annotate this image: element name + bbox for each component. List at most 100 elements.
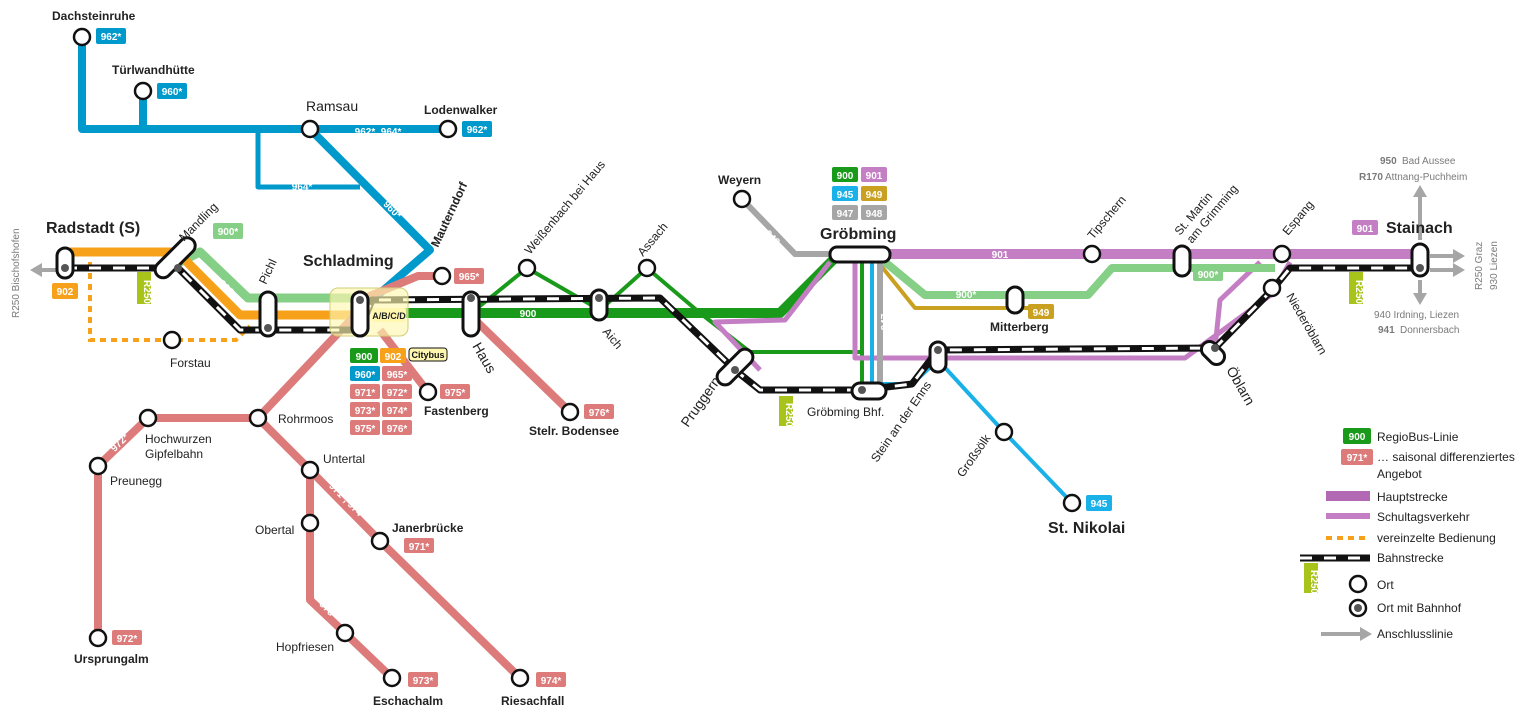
label-fastenberg: Fastenberg <box>424 404 489 418</box>
label-stainach: Stainach <box>1386 220 1453 237</box>
connection-labels: R250 Bischofshofen 950 Bad Aussee R170 A… <box>11 156 1500 336</box>
label-grobming: Gröbming <box>820 226 896 243</box>
legend-school: Schultagsverkehr <box>1377 510 1470 524</box>
label-turlwandhutte: Türlwandhütte <box>112 63 195 77</box>
stop-grosssolk[interactable] <box>994 422 1014 442</box>
stop-rohrmoos[interactable] <box>248 408 268 428</box>
badge-r250-2: R250 <box>783 403 794 427</box>
legend-stop-swatch <box>1348 574 1368 594</box>
stop-fastenberg[interactable] <box>418 382 438 402</box>
line-949 <box>876 260 1040 310</box>
badge-sch-900: 900 <box>356 352 373 363</box>
grobming-bhf-capsule[interactable] <box>850 381 888 401</box>
legend-stop: Ort <box>1377 578 1394 592</box>
stop-forstau[interactable] <box>162 330 182 350</box>
grobming-capsule[interactable] <box>828 245 892 264</box>
badge-sch-975: 975* <box>355 424 376 435</box>
legend-seasonal-1: … saisonal differenziertes <box>1377 450 1515 464</box>
badge-900s: 900* <box>218 227 239 238</box>
stop-ursprungalm[interactable] <box>88 628 108 648</box>
label-untertal: Untertal <box>323 452 365 466</box>
legend-connection: Anschlusslinie <box>1377 627 1453 641</box>
badge-urs-972: 972* <box>117 634 138 645</box>
label-rohrmoos: Rohrmoos <box>278 412 333 426</box>
stop-janerbrucke[interactable] <box>370 531 390 551</box>
stop-stelr-bodensee[interactable] <box>560 402 580 422</box>
stop-preunegg[interactable] <box>88 456 108 476</box>
stop-niederoblarn[interactable] <box>1262 278 1282 298</box>
legend-occasional: vereinzelte Bedienung <box>1377 531 1496 545</box>
st-martin-capsule[interactable] <box>1172 244 1192 278</box>
badge-901-st: 901 <box>1357 224 1374 235</box>
line-902 <box>65 247 360 320</box>
label-aich: Aich <box>600 325 626 352</box>
conn-south-1: 940 Irdning, Liezen <box>1374 310 1459 321</box>
label-obertal: Obertal <box>255 523 294 537</box>
badge-sch-965: 965* <box>387 370 408 381</box>
badge-fast-975: 975* <box>445 388 466 399</box>
stop-assach[interactable] <box>637 258 657 278</box>
badge-g948: 948 <box>866 209 883 220</box>
legend-seasonal-badge: 971* <box>1347 453 1368 464</box>
stein-capsule[interactable] <box>928 340 948 374</box>
badge-948: 948 <box>762 228 782 248</box>
stop-lodenwalker[interactable] <box>438 119 458 139</box>
conn-north-2-txt: Attnang-Puchheim <box>1385 172 1467 183</box>
label-haus: Haus <box>469 340 499 376</box>
stop-eschachalm[interactable] <box>382 668 402 688</box>
stop-untertal[interactable] <box>300 460 320 480</box>
badge-sch-902: 902 <box>385 352 402 363</box>
conn-east-1: 930 Liezen <box>1489 241 1500 290</box>
stop-tipschern[interactable] <box>1082 244 1102 264</box>
haus-capsule[interactable] <box>461 290 481 338</box>
stop-espang[interactable] <box>1272 244 1292 264</box>
legend-regiobus: RegioBus-Linie <box>1377 430 1459 444</box>
aich-capsule[interactable] <box>589 288 609 322</box>
radstadt-capsule[interactable] <box>55 246 75 280</box>
badge-900-main: 900 <box>520 309 537 320</box>
badge-citybus: Citybus <box>411 350 444 360</box>
badge-945: 945 <box>1091 499 1108 510</box>
stop-hopfriesen[interactable] <box>335 623 355 643</box>
mandling-capsule[interactable] <box>152 234 199 281</box>
label-grobming-bhf: Gröbming Bhf. <box>807 405 884 419</box>
badge-960: 960* <box>162 87 183 98</box>
stop-riesachfall[interactable] <box>510 668 530 688</box>
label-mitterberg: Mitterberg <box>990 320 1049 334</box>
label-tipschern: Tipschern <box>1085 193 1129 242</box>
badge-947v: 947 <box>880 313 891 330</box>
stop-ramsau[interactable] <box>300 119 320 139</box>
badge-unt-971-974: 971*, 974* <box>326 481 367 522</box>
mitterberg-capsule[interactable] <box>1005 285 1025 315</box>
conn-north-1-num: 950 <box>1380 156 1397 167</box>
badge-sch-972: 972* <box>387 388 408 399</box>
badge-sch-960: 960* <box>355 370 376 381</box>
stop-weissenbach[interactable] <box>517 258 537 278</box>
label-weyern: Weyern <box>718 173 761 187</box>
line-948 <box>739 196 835 257</box>
badge-stelr-976: 976* <box>589 408 610 419</box>
label-lodenwalker: Lodenwalker <box>424 103 498 117</box>
badge-r250: R250 <box>141 280 152 304</box>
badge-g901: 901 <box>866 171 883 182</box>
stop-hochwurzen[interactable] <box>138 408 158 428</box>
stop-mauterndorf[interactable] <box>432 266 452 286</box>
badge-900s-3: 900* <box>1198 270 1219 281</box>
stop-turlwandhutte[interactable] <box>133 81 153 101</box>
pichl-capsule[interactable] <box>258 290 278 338</box>
label-riesachfall: Riesachfall <box>501 694 564 708</box>
badge-sch-973: 973* <box>355 406 376 417</box>
badge-964: 964* <box>292 182 313 193</box>
legend: 900 RegioBus-Linie 971* … saisonal diffe… <box>1300 428 1515 641</box>
legend-rail: Bahnstrecke <box>1377 551 1444 565</box>
label-eschachalm: Eschachalm <box>373 694 443 708</box>
label-assach: Assach <box>635 220 671 259</box>
stop-obertal[interactable] <box>300 513 320 533</box>
conn-west: R250 Bischofshofen <box>11 228 22 318</box>
stop-circles <box>72 27 1292 688</box>
stop-weyern[interactable] <box>732 189 752 209</box>
badge-r250-3: R250 <box>1353 280 1364 304</box>
label-espang: Espang <box>1280 198 1317 238</box>
stop-st-nikolai[interactable] <box>1062 493 1082 513</box>
stop-dachsteinruhe[interactable] <box>72 27 92 47</box>
